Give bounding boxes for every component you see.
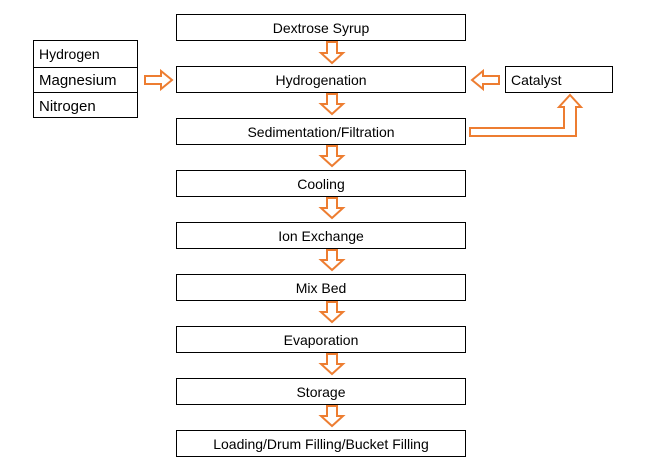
down-arrow-6 [318, 301, 346, 324]
down-arrow-1 [318, 41, 346, 65]
down-arrow-4 [318, 197, 346, 220]
step-ion-exchange: Ion Exchange [176, 222, 466, 249]
step-hydrogenation: Hydrogenation [176, 66, 466, 93]
down-arrow-7 [318, 353, 346, 376]
right-arrow-inputs [144, 68, 174, 92]
step-storage: Storage [176, 378, 466, 405]
step-evaporation: Evaporation [176, 326, 466, 353]
step-mix-bed: Mix Bed [176, 274, 466, 301]
inputs-box: Hydrogen Magnesium Nitrogen [33, 40, 138, 118]
down-arrow-8 [318, 405, 346, 428]
input-magnesium: Magnesium [34, 67, 137, 93]
step-dextrose-syrup: Dextrose Syrup [176, 14, 466, 41]
step-cooling: Cooling [176, 170, 466, 197]
down-arrow-2 [318, 93, 346, 116]
step-loading-filling: Loading/Drum Filling/Bucket Filling [176, 430, 466, 457]
input-nitrogen: Nitrogen [39, 97, 96, 115]
input-hydrogen: Hydrogen [39, 46, 100, 62]
left-arrow-catalyst [470, 68, 500, 92]
down-arrow-5 [318, 249, 346, 272]
step-sedimentation-filtration: Sedimentation/Filtration [176, 118, 466, 145]
return-arrow-catalyst [469, 93, 584, 137]
catalyst-box: Catalyst [505, 66, 613, 93]
down-arrow-3 [318, 145, 346, 168]
